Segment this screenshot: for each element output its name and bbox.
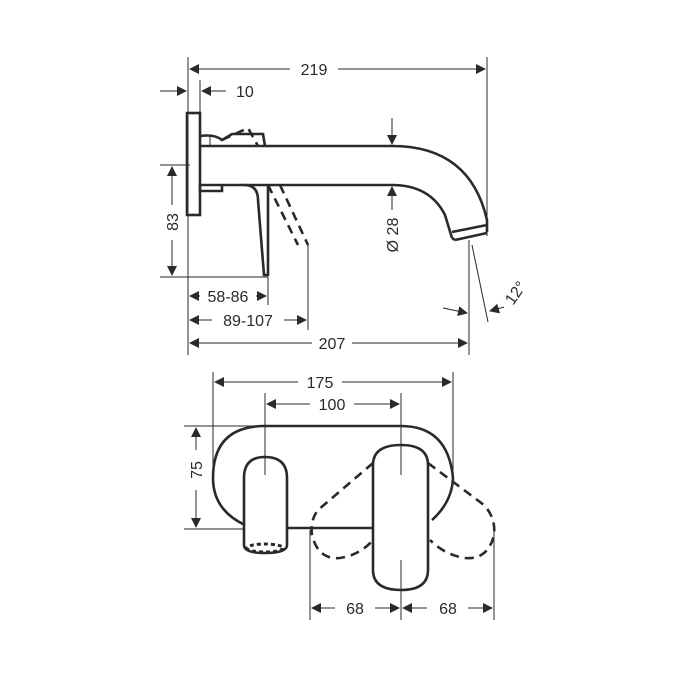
dim-83-label: 83 bbox=[165, 213, 182, 231]
dim-spout-diameter: Ø 28 bbox=[385, 118, 402, 252]
dim-handle-projection: 89-107 bbox=[189, 313, 307, 330]
dim-75-label: 75 bbox=[189, 461, 206, 479]
front-wall-plate bbox=[211, 424, 455, 527]
lower-housing bbox=[198, 185, 224, 193]
spout-front bbox=[242, 455, 289, 545]
dim-handle-depth: 58-86 bbox=[189, 289, 267, 306]
wall-plate bbox=[185, 111, 202, 217]
dim-89-107-label: 89-107 bbox=[223, 313, 273, 330]
dim-207-label: 207 bbox=[319, 336, 346, 353]
cartridge-housing bbox=[199, 132, 267, 147]
dim-diameter-label: Ø 28 bbox=[385, 218, 402, 253]
dim-68-left-label: 68 bbox=[346, 601, 364, 618]
dim-lever-swing-right: 68 bbox=[402, 601, 493, 618]
aerator-front bbox=[245, 542, 285, 554]
dim-plate-height: 75 bbox=[189, 427, 206, 528]
spout bbox=[200, 144, 489, 239]
dim-68-right-label: 68 bbox=[439, 601, 457, 618]
dim-58-86-label: 58-86 bbox=[208, 289, 249, 306]
dim-lever-swing-left: 68 bbox=[311, 601, 400, 618]
dim-100-label: 100 bbox=[319, 397, 346, 414]
lever-front bbox=[371, 443, 430, 592]
dim-centers: 100 bbox=[266, 397, 400, 414]
dim-219-label: 219 bbox=[301, 62, 328, 79]
dim-10-label: 10 bbox=[236, 84, 254, 101]
dim-175-label: 175 bbox=[307, 375, 334, 392]
dim-angle-label: 12° bbox=[502, 279, 530, 309]
dim-spout-projection: 207 bbox=[189, 336, 468, 353]
dim-plate-thickness: 10 bbox=[160, 84, 254, 101]
lever-alt-position bbox=[266, 184, 310, 246]
lever-alt-left bbox=[310, 462, 374, 560]
dim-overall-length: 219 bbox=[189, 62, 486, 79]
aerator bbox=[451, 223, 488, 242]
lever-side bbox=[243, 183, 270, 277]
handle-alt-position-top bbox=[221, 126, 260, 147]
front-view: 175 100 75 68 bbox=[184, 372, 496, 620]
dim-height: 83 bbox=[165, 166, 182, 276]
dim-spout-angle: 12° bbox=[442, 244, 530, 323]
dim-plate-width: 175 bbox=[214, 375, 452, 392]
side-view: 219 10 83 bbox=[160, 57, 530, 355]
lever-alt-right bbox=[427, 461, 496, 560]
